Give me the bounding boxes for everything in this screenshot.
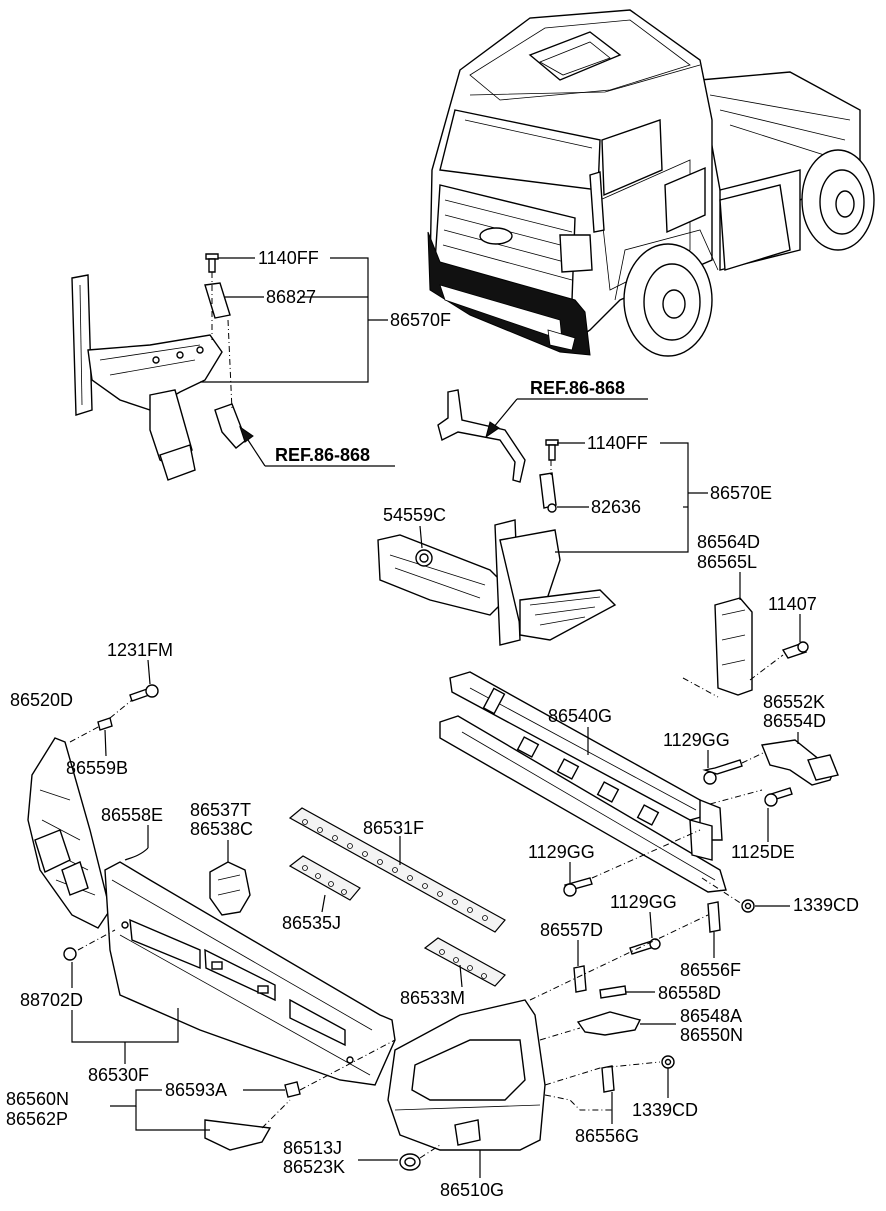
- part-label-86564d[interactable]: 86564D: [697, 532, 761, 552]
- part-label-1231fm[interactable]: 1231FM: [107, 640, 174, 660]
- leader-lines: [69, 257, 801, 1178]
- part-label-86520d[interactable]: 86520D: [10, 690, 74, 710]
- part-label-86531f[interactable]: 86531F: [363, 818, 425, 838]
- part-label-1125de[interactable]: 1125DE: [731, 842, 795, 862]
- part-label-88702d[interactable]: 88702D: [20, 990, 84, 1010]
- part-label-86556f[interactable]: 86556F: [680, 960, 742, 980]
- part-label-86538c[interactable]: 86538C: [190, 819, 254, 839]
- part-label-86558d[interactable]: 86558D: [658, 983, 722, 1003]
- part-label-86554d[interactable]: 86554D: [763, 711, 827, 731]
- part-label-86559b[interactable]: 86559B: [66, 758, 129, 778]
- part-label-86537t[interactable]: 86537T: [190, 800, 252, 820]
- part-label-11407[interactable]: 11407: [768, 594, 817, 614]
- part-label-1129gg-lower[interactable]: 1129GG: [610, 892, 677, 912]
- part-label-86530f[interactable]: 86530F: [88, 1065, 150, 1085]
- part-label-1129gg-middle[interactable]: 1129GG: [528, 842, 595, 862]
- part-label-86827[interactable]: 86827: [266, 287, 317, 307]
- reinforcement-beams: [439, 671, 839, 1069]
- part-label-1140ff-upper[interactable]: 1140FF: [258, 248, 319, 268]
- truck-illustration: [427, 9, 875, 357]
- part-label-86548a[interactable]: 86548A: [680, 1006, 743, 1026]
- part-label-86562p[interactable]: 86562P: [6, 1109, 69, 1129]
- ref-label-upper-left[interactable]: REF.86-868: [275, 445, 371, 465]
- part-label-86557d[interactable]: 86557D: [540, 920, 604, 940]
- part-label-86552k[interactable]: 86552K: [763, 692, 826, 712]
- ref-label-upper-right[interactable]: REF.86-868: [530, 378, 626, 398]
- part-label-54559c[interactable]: 54559C: [383, 505, 447, 525]
- part-label-86513j[interactable]: 86513J: [283, 1138, 343, 1158]
- part-label-86556g[interactable]: 86556G: [575, 1126, 640, 1146]
- part-label-86560n[interactable]: 86560N: [6, 1089, 70, 1109]
- part-label-1339cd-lower[interactable]: 1339CD: [632, 1100, 699, 1120]
- part-label-86550n[interactable]: 86550N: [680, 1025, 744, 1045]
- part-label-86535j[interactable]: 86535J: [282, 913, 342, 933]
- right-mounting-bracket: [377, 389, 809, 696]
- part-label-86533m[interactable]: 86533M: [400, 988, 466, 1008]
- part-label-1129gg-upper[interactable]: 1129GG: [663, 730, 730, 750]
- part-label-86565l[interactable]: 86565L: [697, 552, 758, 572]
- step-plates: [288, 807, 506, 987]
- part-label-86540g[interactable]: 86540G: [548, 706, 613, 726]
- part-label-86510g[interactable]: 86510G: [440, 1180, 505, 1200]
- left-bumper-corner: [27, 684, 159, 961]
- part-label-86523k[interactable]: 86523K: [283, 1157, 346, 1177]
- part-label-1339cd-upper[interactable]: 1339CD: [793, 895, 860, 915]
- main-bumper: [104, 847, 396, 1086]
- part-label-86558e[interactable]: 86558E: [101, 805, 164, 825]
- part-label-86570e[interactable]: 86570E: [710, 483, 773, 503]
- part-label-86593a[interactable]: 86593A: [165, 1080, 228, 1100]
- left-mounting-bracket: [71, 253, 247, 481]
- part-label-1140ff-lower[interactable]: 1140FF: [587, 433, 648, 453]
- part-label-86570f[interactable]: 86570F: [390, 310, 452, 330]
- part-label-82636[interactable]: 82636: [591, 497, 642, 517]
